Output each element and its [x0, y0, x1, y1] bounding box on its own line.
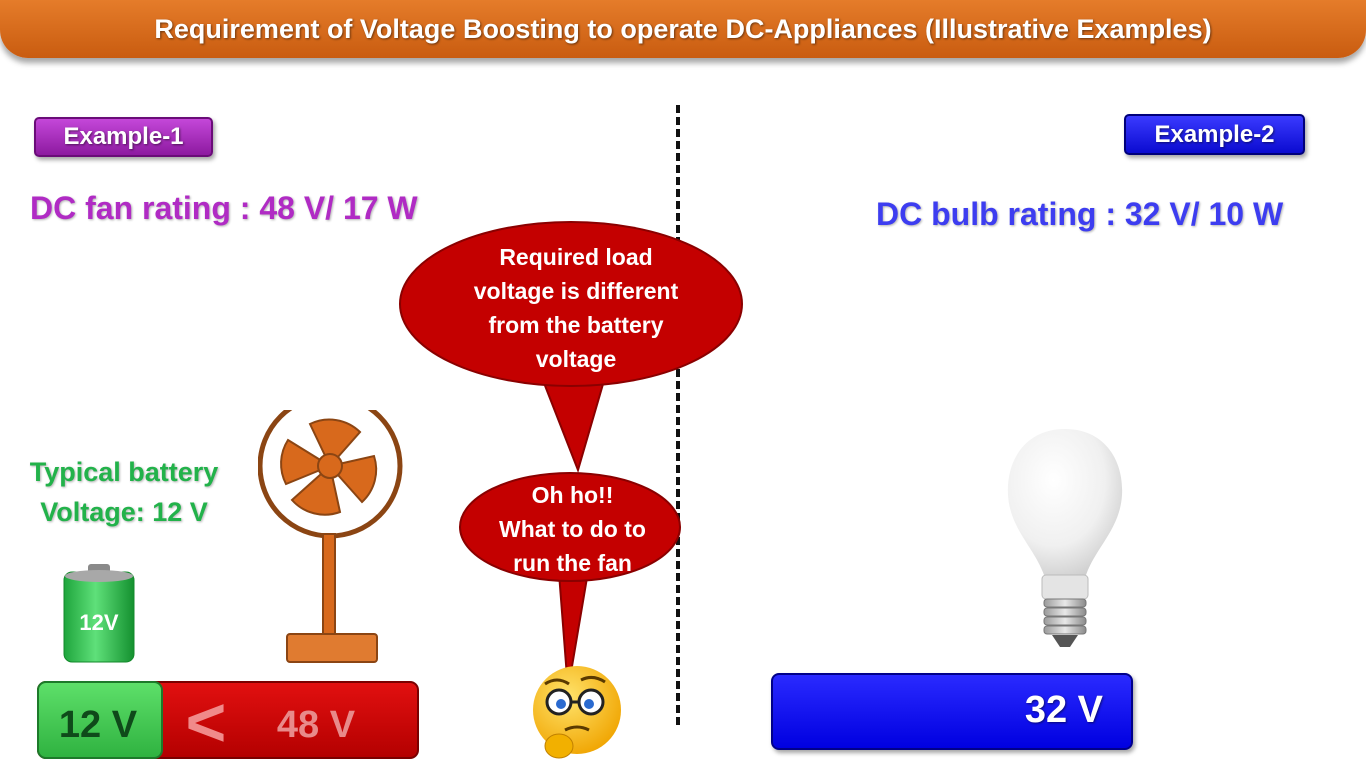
- page-title: Requirement of Voltage Boosting to opera…: [154, 13, 1212, 44]
- battery-voltage-note: Typical battery Voltage: 12 V: [14, 452, 234, 532]
- fan-icon: [258, 410, 403, 663]
- bulb-volt-label: 32 V: [1024, 689, 1103, 731]
- section-divider: [676, 105, 680, 725]
- bulb-rating: DC bulb rating : 32 V/ 10 W: [876, 196, 1284, 232]
- bubble-1-line: Required load: [499, 244, 653, 270]
- bubble-2-line: run the fan: [513, 550, 632, 576]
- bubble-1-line: from the battery: [488, 312, 664, 338]
- bulb-voltage-bar: 32 V: [771, 673, 1133, 750]
- battery-note-line: Typical battery: [29, 457, 219, 487]
- battery-note-line: Voltage: 12 V: [40, 497, 208, 527]
- light-bulb-icon: [1007, 429, 1123, 647]
- voltage-comparison-bar: 12 V < 48 V: [37, 681, 419, 761]
- example-2-tag: Example-2: [1124, 114, 1305, 155]
- less-than-symbol: <: [186, 683, 227, 761]
- fan-rating: DC fan rating : 48 V/ 17 W: [30, 190, 418, 226]
- bubble-1-text: Required load voltage is different from …: [440, 240, 712, 376]
- bubble-2-line: Oh ho!!: [531, 482, 614, 508]
- bubble-1-shape: [399, 221, 743, 387]
- battery-volt-label: 12 V: [59, 704, 138, 746]
- example-1-tag: Example-1: [34, 117, 213, 157]
- bubble-1-line: voltage: [535, 346, 617, 372]
- bubble-1-line: voltage is different: [473, 278, 679, 304]
- required-volt-label: 48 V: [277, 704, 356, 746]
- battery-label: 12V: [79, 610, 118, 635]
- title-banner: Requirement of Voltage Boosting to opera…: [0, 0, 1366, 58]
- thinking-emoji-icon: [533, 666, 621, 759]
- bubble-2-text: Oh ho!! What to do to run the fan: [470, 478, 675, 580]
- bubble-2-shape: [459, 472, 681, 582]
- bubble-2-line: What to do to: [499, 516, 646, 542]
- battery-icon: 12V: [63, 564, 135, 663]
